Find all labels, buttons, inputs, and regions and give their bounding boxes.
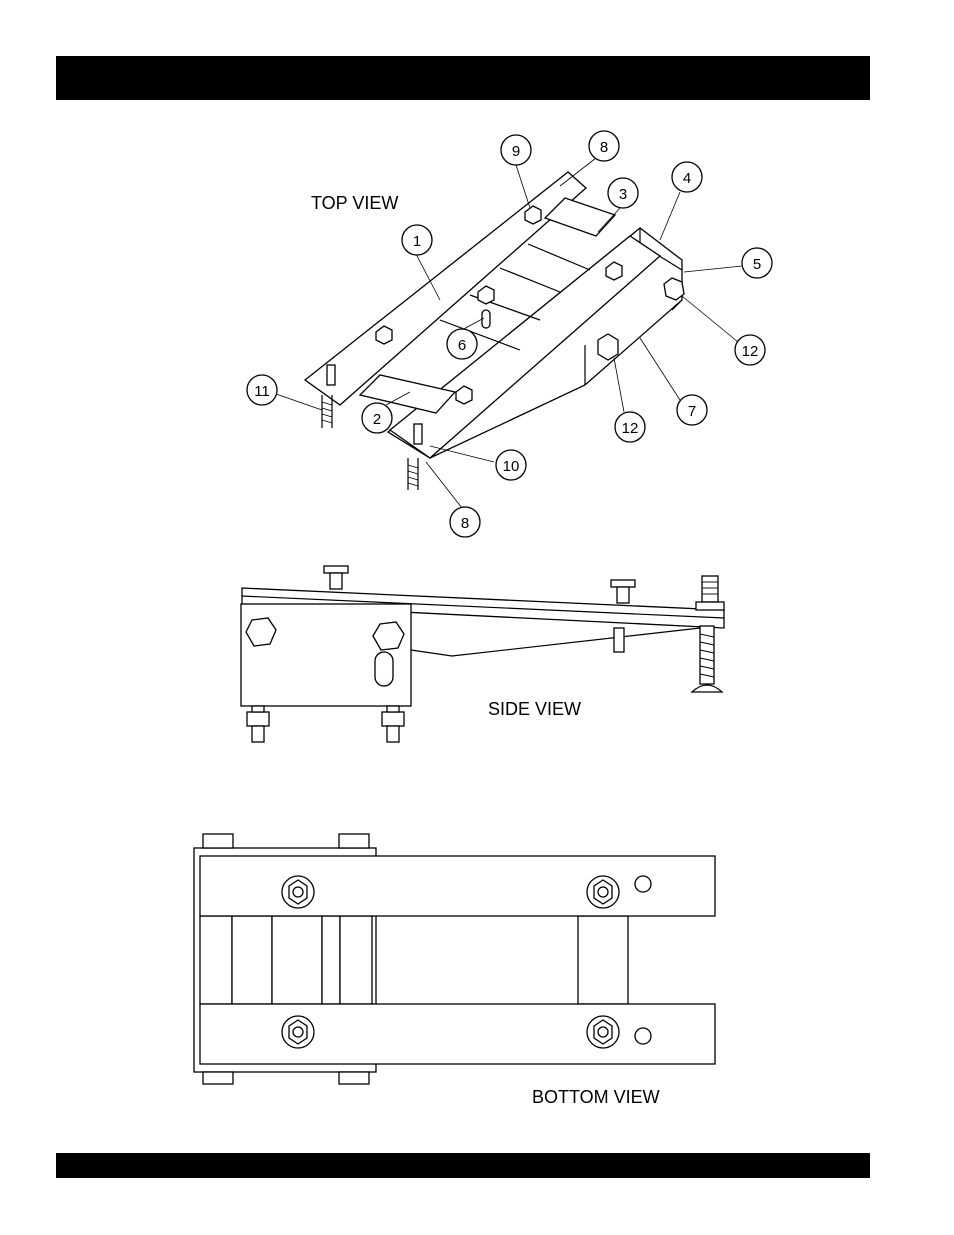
callout-4: 4	[683, 170, 691, 187]
callout-12-lower: 12	[622, 420, 639, 437]
callout-8-bottom: 8	[461, 515, 469, 532]
callout-3: 3	[619, 186, 627, 203]
callout-1: 1	[413, 233, 421, 250]
bottom-view: BOTTOM VIEW	[194, 834, 715, 1107]
callout-2: 2	[373, 411, 381, 428]
side-view-label: SIDE VIEW	[488, 699, 581, 719]
callout-12-right: 12	[742, 343, 759, 360]
callout-5: 5	[753, 256, 761, 273]
callout-8-top: 8	[600, 139, 608, 156]
bottom-view-label: BOTTOM VIEW	[532, 1087, 660, 1107]
side-view: SIDE VIEW	[241, 566, 724, 742]
callout-10: 10	[503, 458, 520, 475]
top-view: 9 8 3 4 1 5 6 12 11 2 12 7 10 8 TOP VIEW	[247, 131, 772, 537]
callout-11: 11	[254, 383, 270, 400]
top-view-label: TOP VIEW	[311, 193, 398, 213]
callout-7: 7	[688, 403, 696, 420]
callout-6: 6	[458, 337, 466, 354]
callout-9: 9	[512, 143, 520, 160]
